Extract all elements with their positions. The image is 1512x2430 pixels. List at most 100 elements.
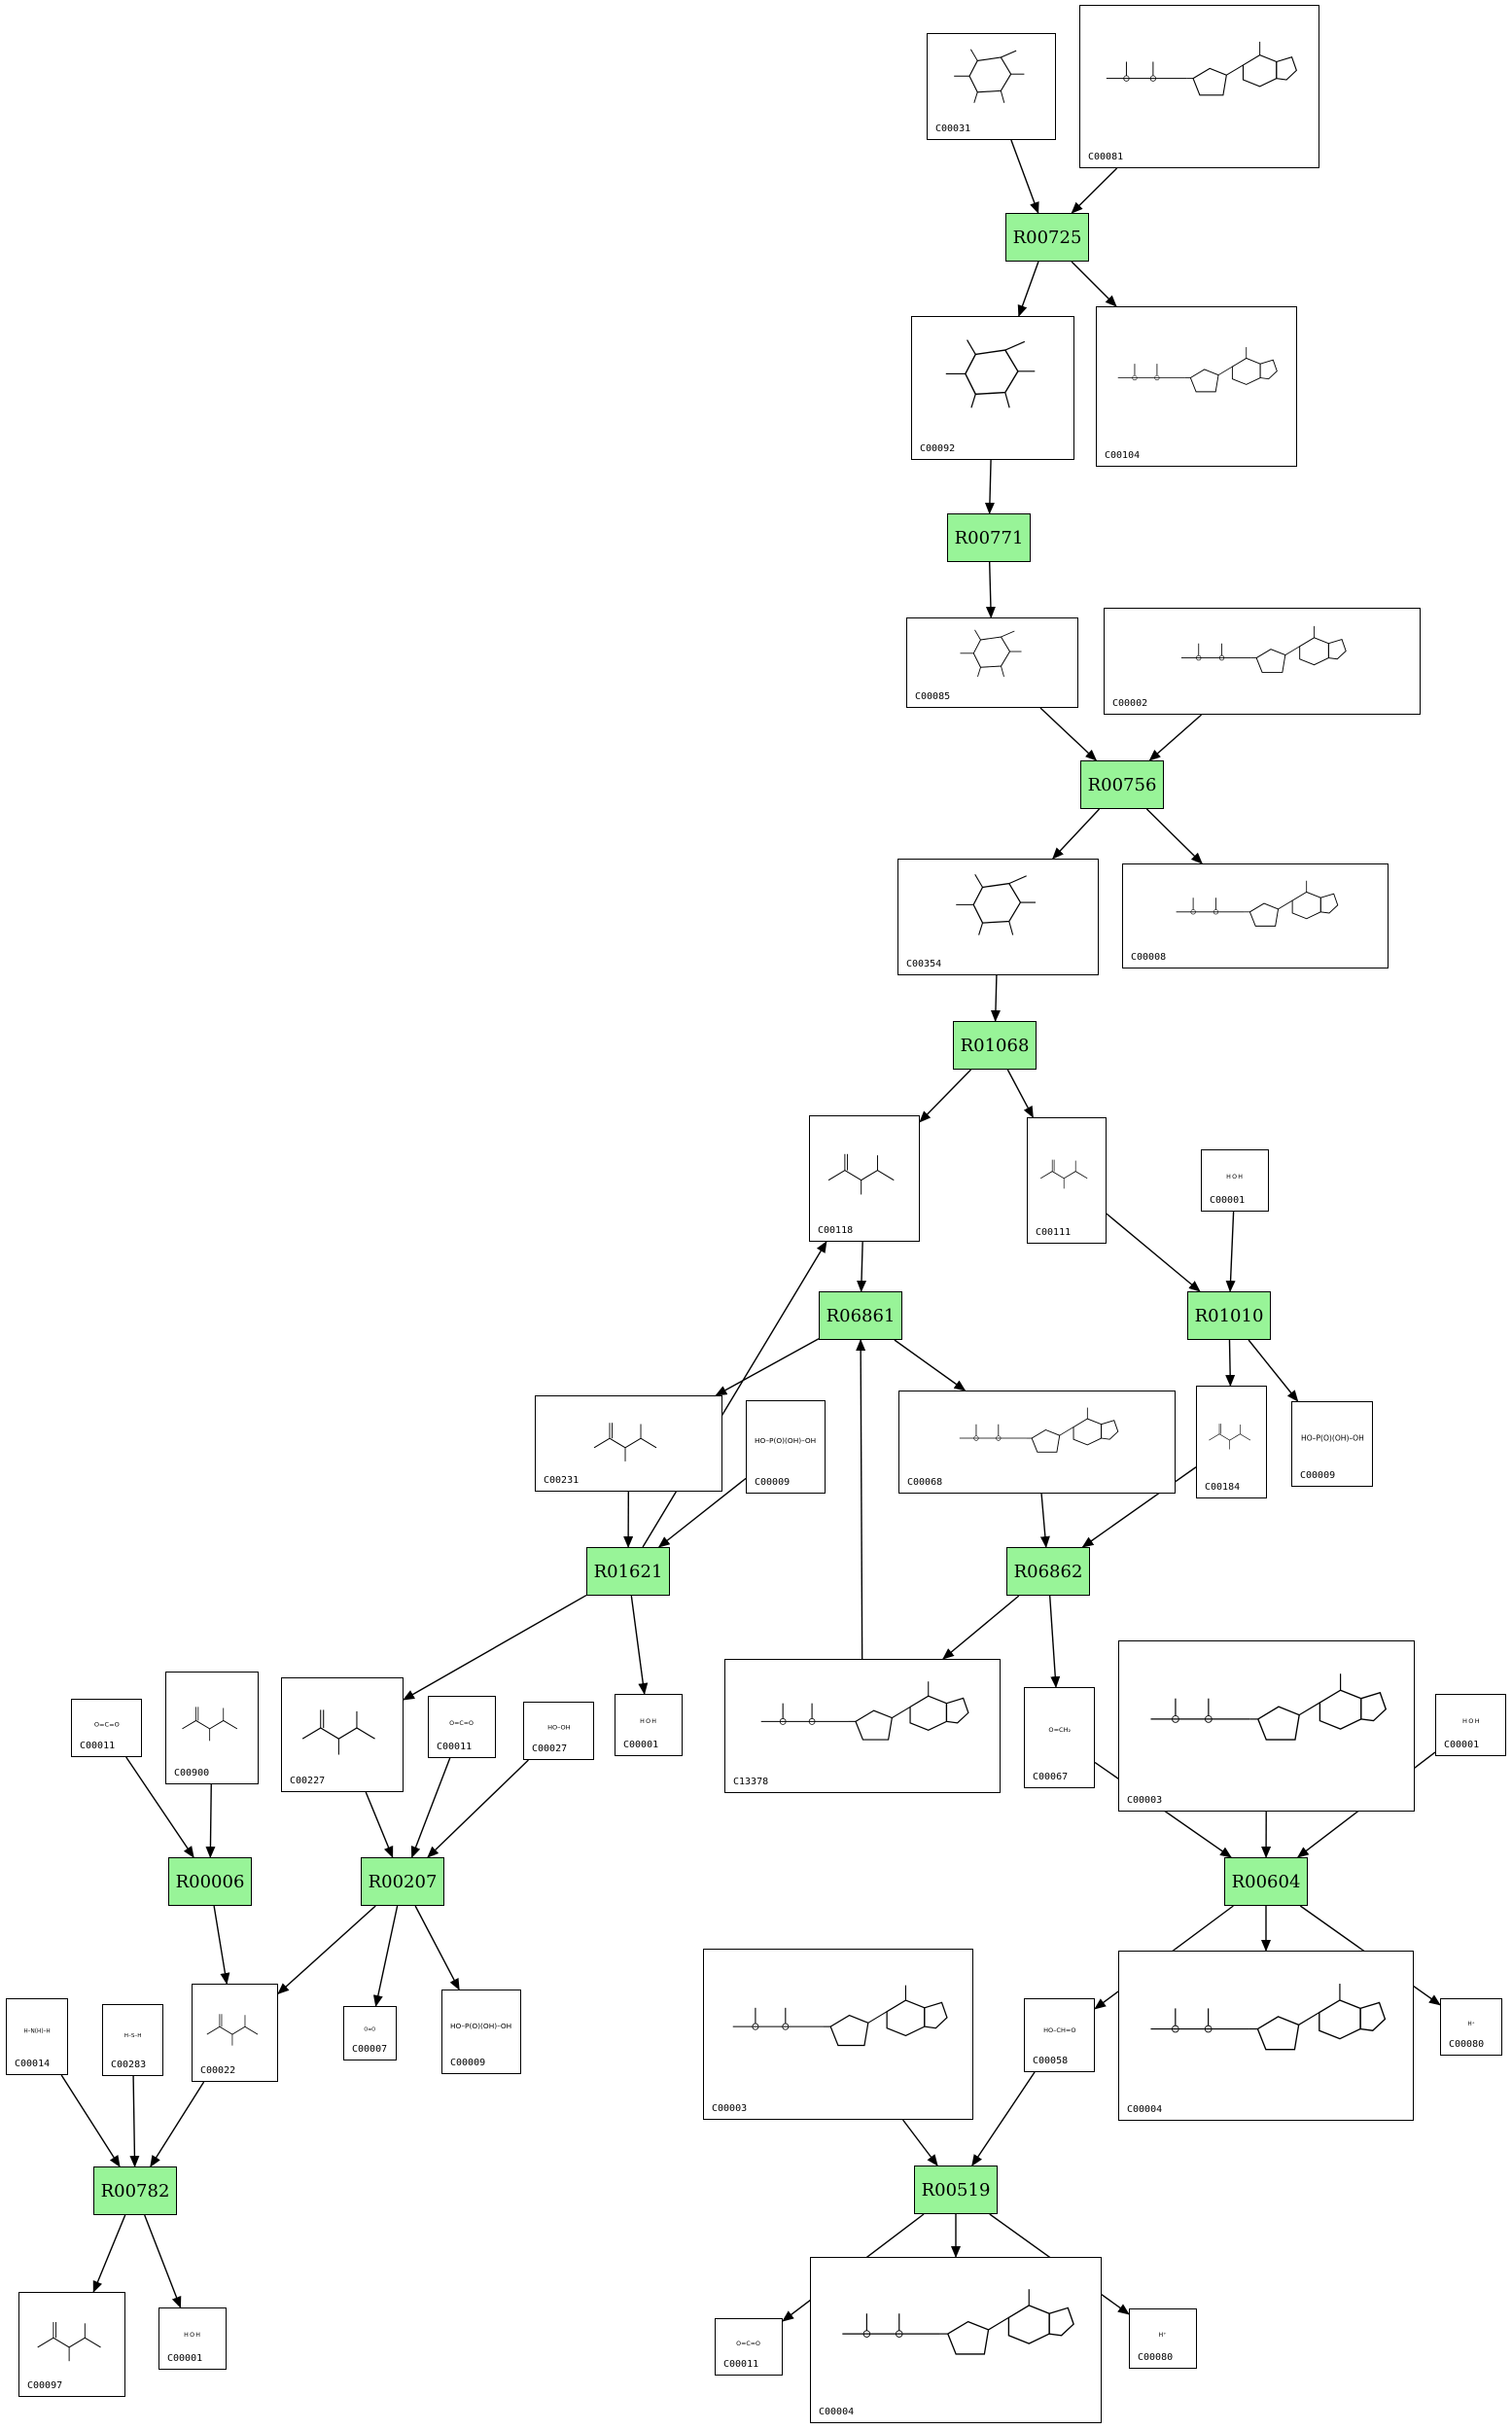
structure-drawing	[956, 874, 1037, 936]
edge-R00782-to-c00097_a	[92, 2214, 126, 2293]
reaction-r00771[interactable]: R00771	[947, 513, 1031, 562]
compound-c00092[interactable]: C00092	[911, 316, 1074, 460]
compound-c00080[interactable]: H⁺C00080	[1129, 2308, 1197, 2369]
edge-R00207-to-c00007_a	[372, 1905, 399, 2007]
compound-c00022[interactable]: C00022	[192, 1984, 278, 2082]
edge-c00184_a-to-R06862	[1081, 1466, 1197, 1548]
structure-drawing: H O H	[1227, 1174, 1244, 1180]
reaction-r00519[interactable]: R00519	[914, 2166, 998, 2214]
compound-id-label: C00085	[915, 691, 951, 702]
edge-R01010-to-c00009_b	[1248, 1339, 1299, 1402]
compound-c00104[interactable]: C00104	[1096, 306, 1297, 467]
structure-drawing: H O H	[1462, 1717, 1480, 1725]
compound-c00354[interactable]: C00354	[897, 859, 1099, 975]
compound-id-label: C00354	[906, 959, 942, 969]
edge-c00111_a-to-R01010	[1106, 1213, 1201, 1292]
compound-id-label: C00001	[623, 1740, 659, 1750]
edge-c00022_a-to-R00782	[150, 2081, 205, 2167]
reaction-label: R00725	[1012, 227, 1082, 248]
compound-c00008[interactable]: C00008	[1122, 863, 1389, 968]
edge-R06862-to-c00067_a	[1048, 1595, 1061, 1688]
compound-id-label: C00001	[167, 2353, 203, 2364]
compound-formula: O=C=O	[94, 1720, 120, 1728]
compound-c00068[interactable]: C00068	[898, 1391, 1176, 1494]
compound-formula: HO–P(O)(OH)–OH	[755, 1436, 816, 1445]
reaction-r06862[interactable]: R06862	[1006, 1547, 1090, 1596]
compound-c00900[interactable]: C00900	[165, 1672, 259, 1784]
compound-c00097[interactable]: C00097	[18, 2292, 125, 2397]
compound-c00081[interactable]: C00081	[1079, 5, 1319, 168]
compound-formula: O=O	[365, 2027, 376, 2033]
compound-c00184[interactable]: C00184	[1196, 1386, 1267, 1498]
compound-c00003[interactable]: C00003	[703, 1949, 973, 2120]
compound-id-label: C00003	[1127, 1795, 1163, 1806]
compound-id-label: C00092	[920, 443, 956, 454]
reaction-label: R00771	[954, 527, 1024, 548]
compound-id-label: C00001	[1210, 1195, 1246, 1206]
compound-id-label: C00080	[1449, 2039, 1485, 2050]
compound-c00031[interactable]: C00031	[927, 33, 1056, 140]
structure-drawing	[206, 2014, 259, 2046]
compound-c00085[interactable]: C00085	[906, 617, 1078, 708]
reaction-r00604[interactable]: R00604	[1224, 1857, 1308, 1906]
reaction-label: R00604	[1231, 1871, 1301, 1892]
compound-id-label: C00111	[1036, 1227, 1072, 1238]
edge-R00756-to-c00008_a	[1145, 808, 1203, 864]
reaction-r01621[interactable]: R01621	[586, 1547, 670, 1596]
compound-id-label: C00104	[1105, 450, 1141, 461]
reaction-r00207[interactable]: R00207	[361, 1857, 444, 1906]
structure-drawing	[181, 1707, 237, 1742]
compound-c13378[interactable]: C13378	[724, 1659, 1001, 1793]
compound-c00227[interactable]: C00227	[281, 1677, 404, 1792]
compound-formula: H O H	[641, 1718, 657, 1725]
reaction-r00782[interactable]: R00782	[93, 2166, 177, 2215]
reaction-r00725[interactable]: R00725	[1005, 213, 1089, 262]
reaction-r01068[interactable]: R01068	[953, 1021, 1037, 1070]
structure-drawing	[1150, 1983, 1387, 2051]
compound-c00080[interactable]: H⁺C00080	[1440, 1998, 1502, 2056]
edge-c00068_a-to-R06862	[1039, 1493, 1050, 1548]
compound-id-label: C00027	[532, 1743, 568, 1754]
edge-R01621-to-c00227_a	[403, 1594, 587, 1701]
compound-formula: HO–P(O)(OH)–OH	[1301, 1433, 1364, 1442]
structure-drawing: H⁺	[1159, 2332, 1167, 2339]
structure-drawing	[1040, 1159, 1088, 1189]
structure-drawing: HO–P(O)(OH)–OH	[755, 1436, 816, 1445]
compound-c00003[interactable]: C00003	[1118, 1640, 1415, 1812]
compound-c00118[interactable]: C00118	[809, 1115, 920, 1242]
edge-c00900_a-to-R00006	[205, 1783, 216, 1858]
compound-c00004[interactable]: C00004	[1118, 1951, 1414, 2121]
reaction-r00006[interactable]: R00006	[168, 1857, 252, 1906]
compound-c00002[interactable]: C00002	[1104, 608, 1421, 715]
reaction-r00756[interactable]: R00756	[1080, 760, 1164, 809]
compound-c00111[interactable]: C00111	[1027, 1117, 1107, 1244]
compound-c00001[interactable]: H O H C00001	[1201, 1149, 1269, 1212]
compound-id-label: C00081	[1088, 152, 1124, 162]
compound-id-label: C00900	[174, 1768, 210, 1778]
compound-c00231[interactable]: C00231	[535, 1395, 722, 1492]
edge-c00009_a-to-R01621	[657, 1477, 747, 1548]
reaction-r01010[interactable]: R01010	[1187, 1291, 1271, 1340]
compound-id-label: C00227	[290, 1776, 326, 1786]
structure-drawing	[960, 629, 1022, 678]
compound-c00004[interactable]: C00004	[810, 2257, 1102, 2423]
compound-id-label: C00097	[27, 2380, 63, 2391]
reaction-r06861[interactable]: R06861	[819, 1291, 902, 1340]
reaction-label: R01010	[1194, 1305, 1264, 1326]
compound-c00001[interactable]: H O H C00001	[615, 1694, 683, 1756]
